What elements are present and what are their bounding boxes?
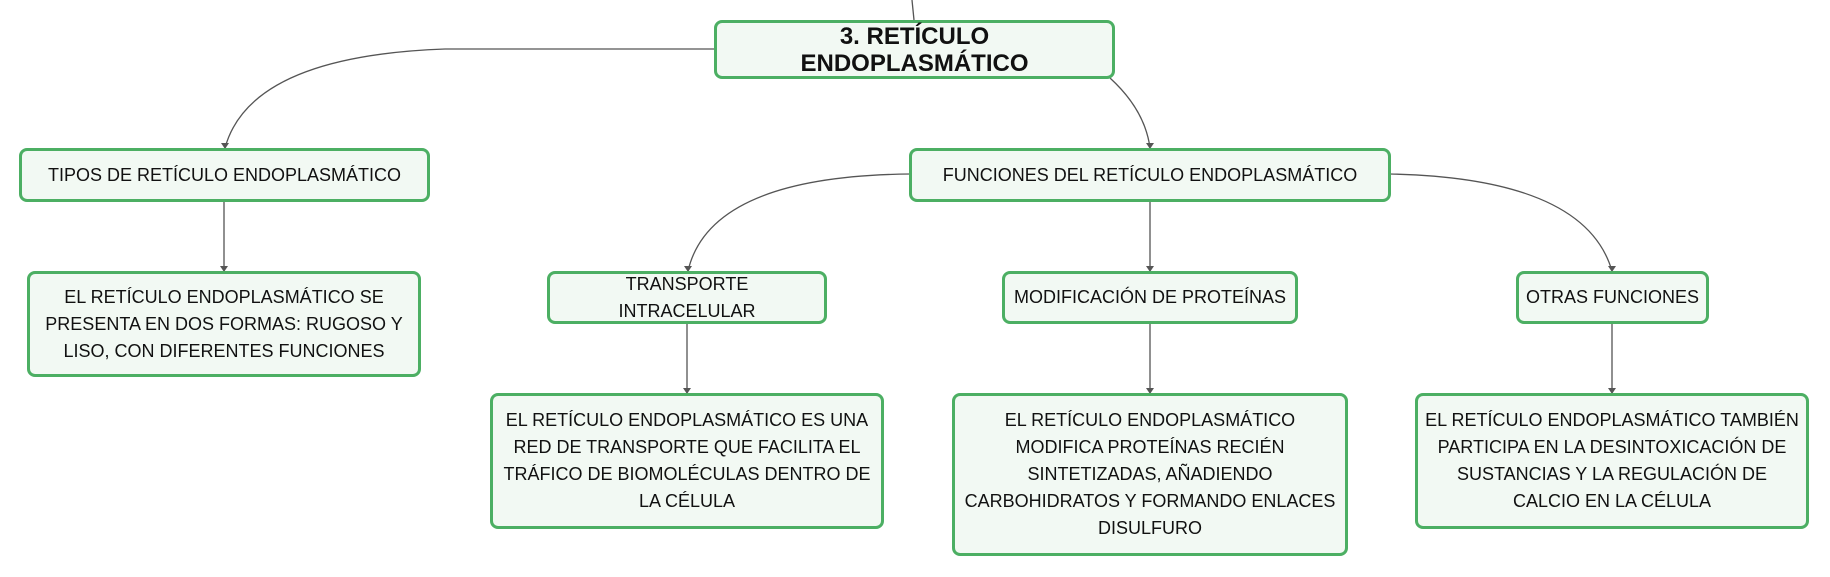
root-node-label: 3. RETÍCULO ENDOPLASMÁTICO	[800, 22, 1029, 77]
arrowhead-otras-desc	[1608, 388, 1616, 394]
funciones-node[interactable]: FUNCIONES DEL RETÍCULO ENDOPLASMÁTICO	[909, 148, 1391, 202]
modificacion-desc-label: EL RETÍCULO ENDOPLASMÁTICO MODIFICA PROT…	[964, 410, 1336, 538]
connector-root-tipos	[224, 48, 716, 149]
tipos-node[interactable]: TIPOS DE RETÍCULO ENDOPLASMÁTICO	[19, 148, 430, 202]
arrowhead-tipos	[221, 143, 229, 149]
connector-funciones-otras	[1389, 173, 1613, 272]
otras-node[interactable]: OTRAS FUNCIONES	[1516, 271, 1709, 324]
transporte-desc-label: EL RETÍCULO ENDOPLASMÁTICO ES UNA RED DE…	[503, 410, 871, 511]
otras-desc-node[interactable]: EL RETÍCULO ENDOPLASMÁTICO TAMBIÉN PARTI…	[1415, 393, 1809, 529]
transporte-node-label: TRANSPORTE INTRACELULAR	[618, 273, 756, 321]
modificacion-node-label: MODIFICACIÓN DE PROTEÍNAS	[1013, 287, 1287, 307]
arrowhead-otras	[1608, 266, 1616, 272]
connector-parent-root	[911, 0, 915, 21]
arrowhead-tipos-desc	[220, 266, 228, 272]
connector-funciones-transporte	[687, 173, 911, 272]
arrowhead-funciones	[1146, 143, 1154, 149]
arrowhead-transporte	[684, 266, 692, 272]
transporte-node[interactable]: TRANSPORTE INTRACELULAR	[547, 271, 827, 324]
otras-desc-label: EL RETÍCULO ENDOPLASMÁTICO TAMBIÉN PARTI…	[1425, 410, 1799, 511]
funciones-node-label: FUNCIONES DEL RETÍCULO ENDOPLASMÁTICO	[942, 164, 1358, 185]
transporte-desc-node[interactable]: EL RETÍCULO ENDOPLASMÁTICO ES UNA RED DE…	[490, 393, 884, 529]
connector-root-funciones	[1109, 77, 1151, 149]
arrowhead-transporte-desc	[683, 388, 691, 394]
root-node[interactable]: 3. RETÍCULO ENDOPLASMÁTICO	[714, 20, 1115, 79]
arrowhead-modificacion	[1146, 266, 1154, 272]
tipos-desc-label: EL RETÍCULO ENDOPLASMÁTICO SE PRESENTA E…	[45, 286, 403, 361]
tipos-desc-node[interactable]: EL RETÍCULO ENDOPLASMÁTICO SE PRESENTA E…	[27, 271, 421, 377]
tipos-node-label: TIPOS DE RETÍCULO ENDOPLASMÁTICO	[47, 164, 402, 185]
modificacion-desc-node[interactable]: EL RETÍCULO ENDOPLASMÁTICO MODIFICA PROT…	[952, 393, 1348, 556]
arrowhead-modificacion-desc	[1146, 388, 1154, 394]
otras-node-label: OTRAS FUNCIONES	[1525, 287, 1699, 307]
modificacion-node[interactable]: MODIFICACIÓN DE PROTEÍNAS	[1002, 271, 1298, 324]
